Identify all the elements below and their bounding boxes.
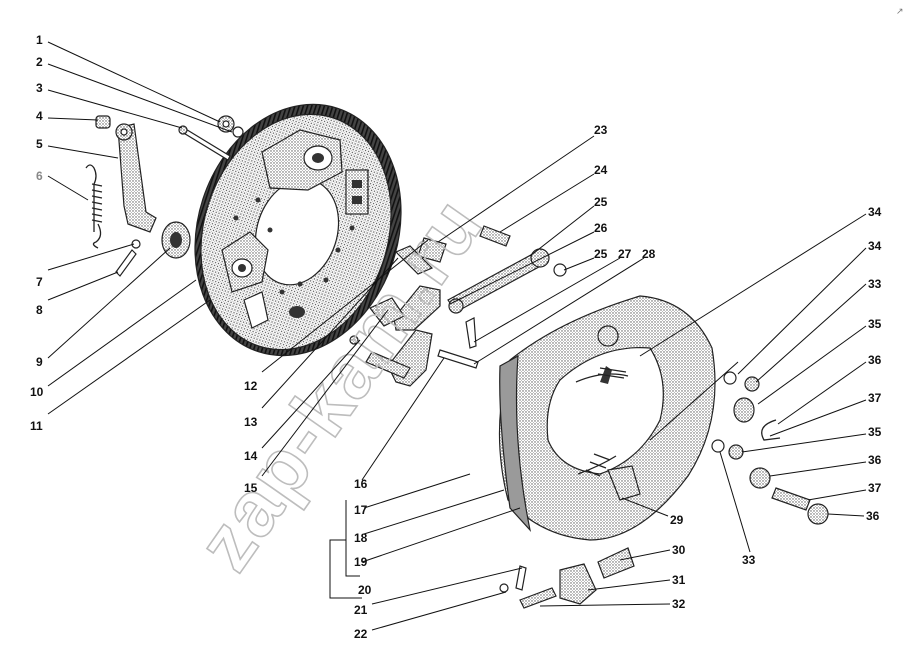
callout-2: 2 (36, 55, 43, 69)
callout-37b: 37 (868, 481, 882, 495)
callout-4: 4 (36, 109, 43, 123)
callout-numbers: 1 2 3 4 5 6 7 8 9 10 11 12 13 14 15 16 1… (30, 33, 882, 641)
callout-36b: 36 (868, 453, 882, 467)
callout-15: 15 (244, 481, 258, 495)
left-small-parts (85, 115, 244, 277)
callout-23: 23 (594, 123, 608, 137)
callout-20: 20 (358, 583, 372, 597)
callout-36a: 36 (868, 353, 882, 367)
corner-mark: ↗ (896, 7, 904, 17)
callout-28: 28 (642, 247, 656, 261)
callout-22: 22 (354, 627, 368, 641)
callout-11: 11 (30, 419, 43, 433)
callout-26: 26 (594, 221, 608, 235)
callout-29: 29 (670, 513, 684, 527)
callout-13: 13 (244, 415, 258, 429)
callout-21: 21 (354, 603, 368, 617)
callout-25a: 25 (594, 195, 608, 209)
callout-6: 6 (36, 169, 43, 183)
bottom-parts (499, 547, 635, 609)
backing-plate (194, 103, 402, 357)
callout-24: 24 (594, 163, 608, 177)
callout-19: 19 (354, 555, 368, 569)
callout-30: 30 (672, 543, 686, 557)
leader-lines (47, 41, 867, 631)
callout-3: 3 (36, 81, 43, 95)
callout-31: 31 (672, 573, 686, 587)
callout-32: 32 (672, 597, 686, 611)
brake-drum-assembly (498, 295, 716, 541)
middle-linkage-parts (349, 225, 567, 387)
callout-1: 1 (36, 33, 43, 47)
callout-16: 16 (354, 477, 368, 491)
callout-17: 17 (354, 503, 368, 517)
callout-18: 18 (354, 531, 368, 545)
callout-9: 9 (36, 355, 43, 369)
callout-5: 5 (36, 137, 43, 151)
callout-33b: 33 (742, 553, 756, 567)
callout-34a: 34 (868, 205, 882, 219)
callout-14: 14 (244, 449, 258, 463)
callout-37a: 37 (868, 391, 882, 405)
callout-35a: 35 (868, 317, 882, 331)
callout-12: 12 (244, 379, 258, 393)
callout-25b: 25 (594, 247, 608, 261)
callout-33a: 33 (868, 277, 882, 291)
callout-35b: 35 (868, 425, 882, 439)
callout-8: 8 (36, 303, 43, 317)
callout-34b: 34 (868, 239, 882, 253)
callout-27: 27 (618, 247, 632, 261)
callout-36c: 36 (866, 509, 880, 523)
callout-10: 10 (30, 385, 44, 399)
callout-7: 7 (36, 275, 43, 289)
